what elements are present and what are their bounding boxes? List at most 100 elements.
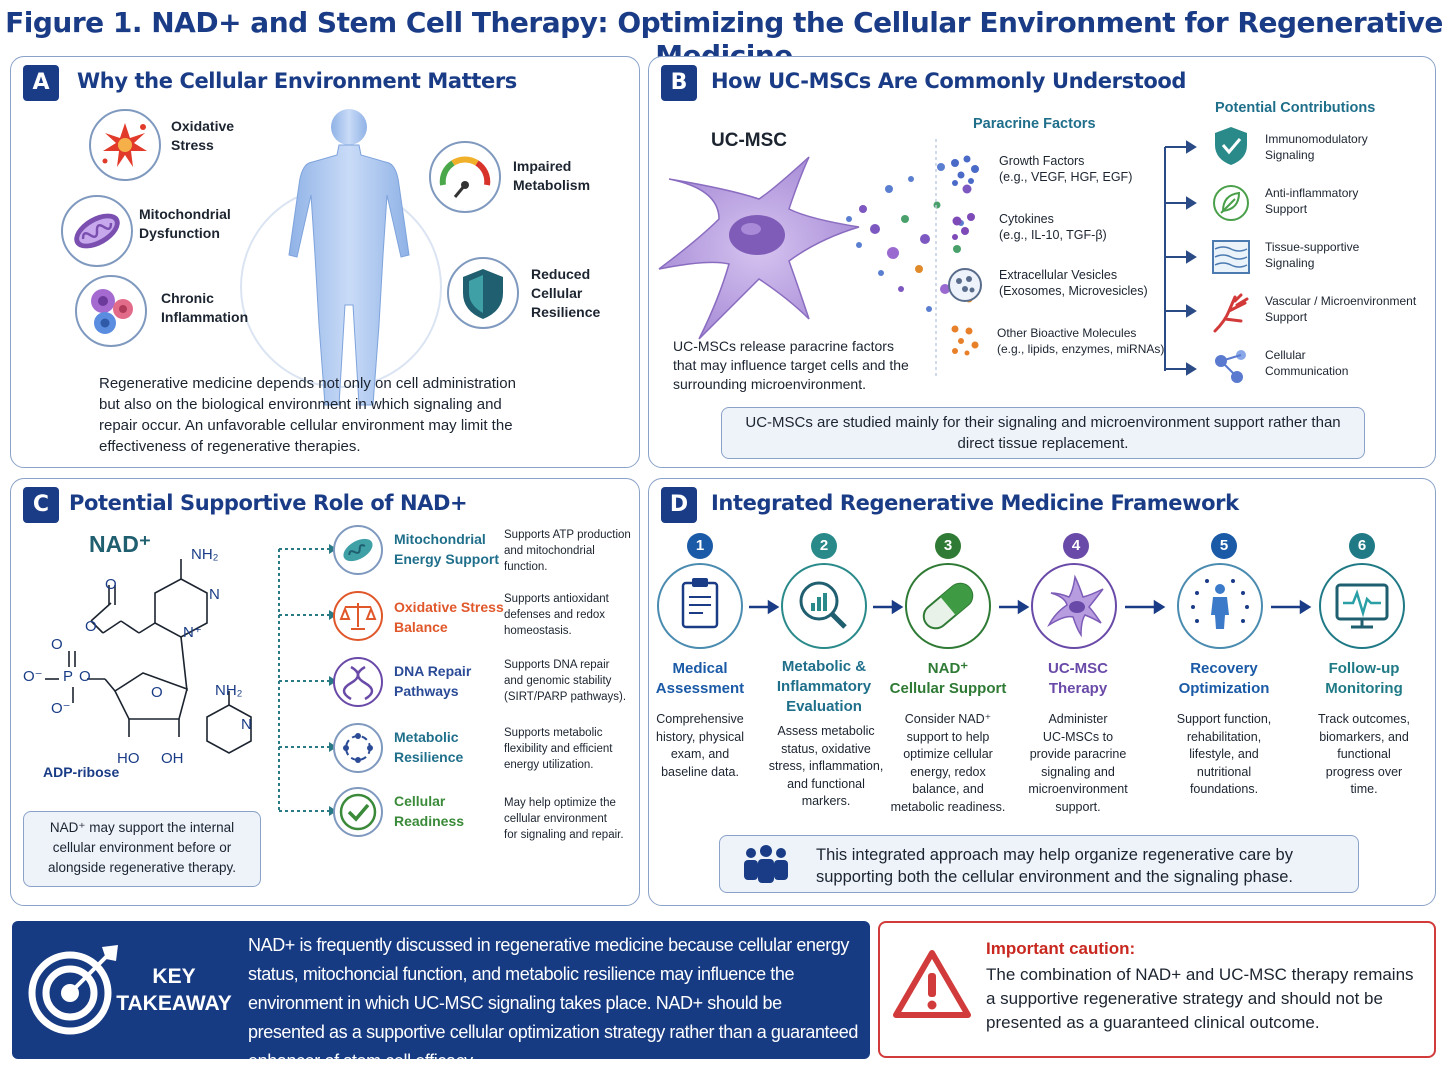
role-title-dna-repair: DNA Repair Pathways	[394, 663, 472, 699]
growth-factors-icon	[951, 155, 979, 186]
step-title-2: Metabolic & Inflammatory Evaluation	[776, 658, 872, 715]
shield-icon	[447, 257, 519, 329]
step-title-4: UC-MSC Therapy	[1048, 660, 1108, 697]
key-takeaway-text: NAD+ is frequently discussed in regenera…	[248, 935, 858, 1071]
atom-o-bridge: O	[79, 668, 91, 685]
step-desc-6: Track outcomes, biomarkers, and function…	[1318, 712, 1410, 796]
step-desc-3: Consider NAD⁺ support to help optimize c…	[890, 712, 1006, 814]
atom-oh: OH	[161, 750, 184, 767]
mitochondria-icon	[61, 195, 133, 267]
gauge-icon	[429, 141, 501, 213]
panel-a-text: Regenerative medicine depends not only o…	[99, 375, 516, 455]
people-group-icon	[744, 845, 788, 883]
atom-n-bottom: N	[241, 716, 252, 733]
step-desc-4: Administer UC-MSCs to provide paracrine …	[1028, 712, 1128, 814]
tissue-icon	[1212, 240, 1250, 274]
oxidative-stress-icon	[89, 109, 161, 181]
atom-p: P	[63, 668, 74, 685]
atom-o-carbonyl: O	[105, 576, 117, 593]
panel-b: B How UC-MSCs Are Commonly Understood UC…	[648, 56, 1436, 468]
panel-c-title: Potential Supportive Role of NAD+	[69, 491, 468, 515]
role-desc-dna-repair: Supports DNA repair and genomic stabilit…	[504, 659, 627, 703]
blood-vessel-icon	[1213, 293, 1249, 333]
figure-title: Figure 1. NAD+ and Stem Cell Therapy: Op…	[5, 6, 1443, 72]
panel-a-title: Why the Cellular Environment Matters	[77, 69, 517, 93]
paracrine-extracellular-vesicles: Extracellular Vesicles (Exosomes, Microv…	[999, 268, 1148, 298]
leaf-icon	[1213, 185, 1249, 221]
nad-molecule-structure	[45, 559, 252, 754]
role-title-mitochondrial: Mitochondrial Energy Support	[394, 531, 500, 567]
atom-o-ester: O	[85, 618, 97, 635]
panel-c-badge: C	[23, 487, 59, 523]
label-chronic-inflammation: Chronic Inflammation	[161, 290, 249, 325]
contribution-anti-inflammatory: Anti-inflammatory Support	[1265, 186, 1359, 216]
step-number-5: 5	[1211, 533, 1237, 559]
step-title-5: Recovery Optimization	[1178, 660, 1270, 697]
atom-n-top: N	[209, 586, 220, 603]
human-body-figure	[288, 109, 410, 406]
paracrine-heading: Paracrine Factors	[973, 116, 1096, 132]
key-takeaway-box: KEY TAKEAWAY NAD+ is frequently discusse…	[12, 921, 870, 1071]
step-title-3: NAD⁺ Cellular Support	[889, 660, 1007, 697]
step-number-2: 2	[811, 533, 837, 559]
contribution-cellular-communication: Cellular Communication	[1265, 348, 1349, 378]
role-title-oxidative: Oxidative Stress Balance	[394, 599, 504, 635]
role-desc-oxidative: Supports antioxidant defenses and redox …	[504, 593, 609, 637]
nad-molecule-title: NAD⁺	[89, 531, 151, 557]
uc-msc-text: UC-MSCs release paracrine factors that m…	[673, 338, 909, 392]
label-reduced-resilience: Reduced Cellular Resilience	[531, 266, 601, 320]
mitochondria-energy-icon	[333, 525, 383, 575]
atom-ominus-left: O⁻	[23, 668, 43, 685]
target-icon	[28, 945, 118, 1035]
step-number-6: 6	[1349, 533, 1375, 559]
step-title-1: Medical Assessment	[655, 660, 745, 697]
contribution-arrows	[1164, 140, 1197, 376]
adp-ribose-label: ADP-ribose	[43, 764, 120, 780]
role-title-metabolic: Metabolic Resilience	[394, 729, 464, 765]
stem-cell-icon	[1031, 563, 1117, 649]
paracrine-divider	[935, 139, 937, 379]
panel-d-title: Integrated Regenerative Medicine Framewo…	[711, 491, 1239, 515]
atom-nh2-bottom: NH₂	[215, 682, 243, 699]
contribution-tissue-supportive: Tissue-supportive Signaling	[1265, 240, 1360, 270]
uc-msc-label: UC-MSC	[711, 130, 787, 151]
magnifier-chart-icon	[781, 563, 867, 649]
step-title-6: Follow-up Monitoring	[1325, 660, 1403, 697]
panel-a-badge: A	[23, 65, 59, 101]
contributions-heading: Potential Contributions	[1215, 100, 1376, 116]
atom-o-phosphate-top: O	[51, 636, 63, 653]
key-takeaway-label: KEY TAKEAWAY	[116, 965, 232, 1015]
atom-ho: HO	[117, 750, 140, 767]
step-number-4: 4	[1063, 533, 1089, 559]
monitor-icon	[1319, 563, 1405, 649]
contribution-immunomodulatory: Immunomodulatory Signaling	[1265, 132, 1368, 162]
caution-box: Important caution: The combination of NA…	[878, 921, 1436, 1058]
step-desc-5: Support function, rehabilitation, lifest…	[1176, 712, 1272, 796]
panel-c: C Potential Supportive Role of NAD+ NAD⁺	[10, 478, 640, 906]
atom-o-ribose: O	[151, 684, 163, 701]
role-desc-readiness: May help optimize the cellular environme…	[504, 797, 624, 841]
paracrine-cytokines: Cytokines (e.g., IL-10, TGF-β)	[999, 212, 1107, 242]
role-desc-mitochondrial: Supports ATP production and mitochondria…	[504, 529, 631, 573]
step-number-3: 3	[935, 533, 961, 559]
balance-scale-icon	[333, 591, 383, 641]
paracrine-other-molecules: Other Bioactive Molecules (e.g., lipids,…	[997, 326, 1165, 356]
label-oxidative-stress: Oxidative Stress	[171, 118, 235, 153]
panel-d-badge: D	[661, 487, 697, 523]
extracellular-vesicles-icon	[948, 268, 982, 302]
inflammation-cells-icon	[75, 275, 147, 347]
step-desc-2: Assess metabolic status, oxidative stres…	[768, 724, 884, 808]
step-number-1: 1	[687, 533, 713, 559]
body-recovery-icon	[1177, 563, 1263, 649]
panel-b-badge: B	[661, 65, 697, 101]
dna-icon	[333, 657, 383, 707]
atom-nh2-top: NH₂	[191, 546, 219, 563]
panel-d-note-text: This integrated approach may help organi…	[816, 846, 1293, 886]
step-desc-1: Comprehensive history, physical exam, an…	[656, 712, 744, 779]
panel-d: D Integrated Regenerative Medicine Frame…	[648, 478, 1436, 906]
panel-c-note: NAD⁺ may support the internal cellular e…	[23, 811, 261, 887]
cytokines-icon	[952, 213, 975, 240]
label-mitochondrial-dysfunction: Mitochondrial Dysfunction	[139, 206, 231, 241]
shield-check-icon	[1215, 127, 1247, 165]
panel-b-title: How UC-MSCs Are Commonly Understood	[711, 69, 1187, 93]
